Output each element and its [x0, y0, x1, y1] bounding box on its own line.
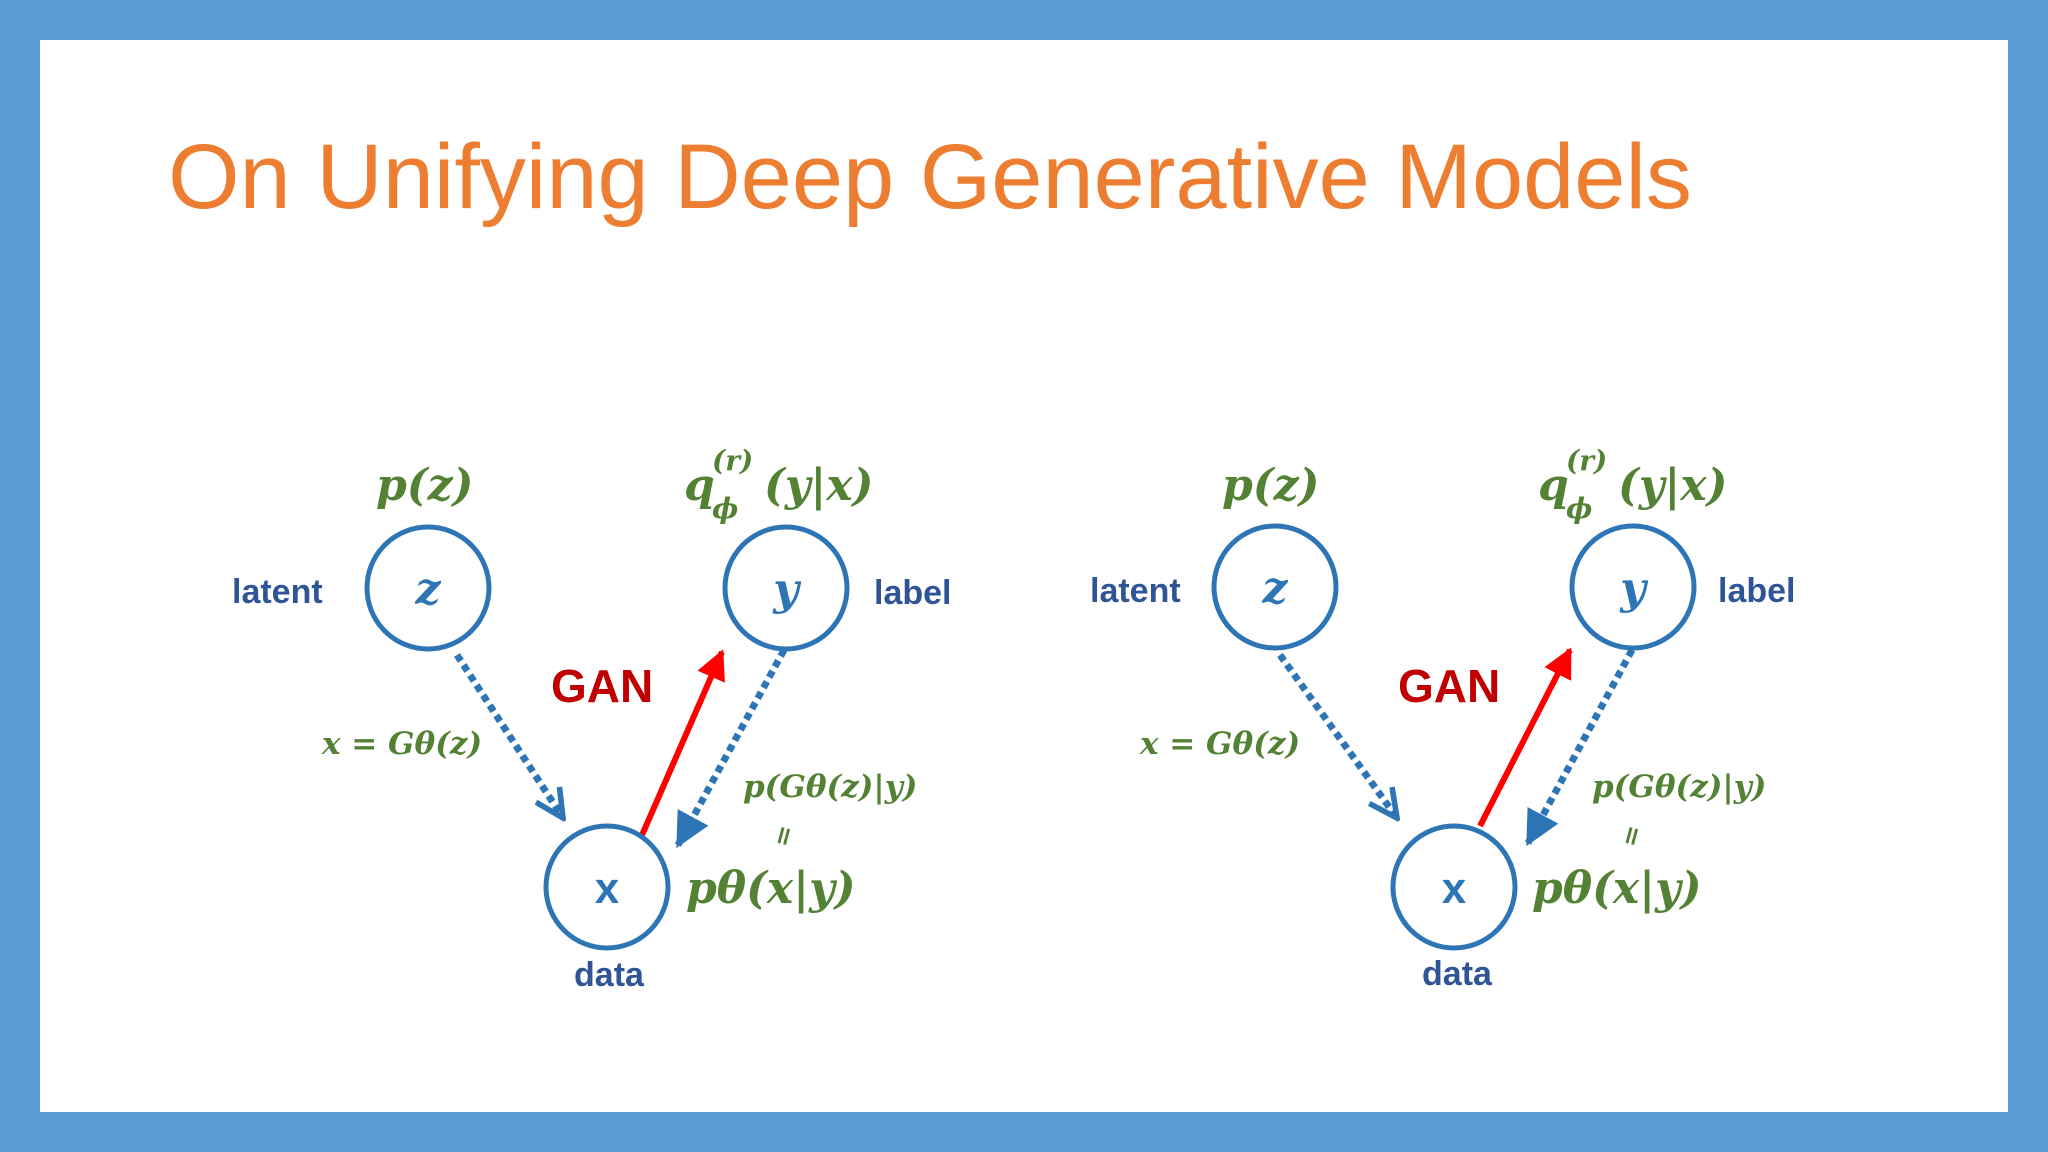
slide-title: On Unifying Deep Generative Models — [168, 126, 1692, 228]
label-label: label — [1718, 572, 1795, 610]
latent-label: latent — [232, 573, 323, 611]
conditional-arrow — [1524, 648, 1636, 847]
latent-label: latent — [1090, 572, 1181, 610]
latent-node: z — [364, 524, 492, 652]
equals-symbol: = — [767, 822, 802, 851]
data-node-circle — [543, 823, 671, 951]
q-symbol: q — [1538, 460, 1569, 511]
q-superscript: (r) — [1566, 444, 1607, 477]
generator-formula: x = Gθ(z) — [1139, 726, 1300, 762]
q-subscript: ϕ — [712, 492, 738, 525]
label-node: y — [722, 524, 850, 652]
conditional-bottom-formula: pθ(x|y) — [686, 863, 856, 914]
generator-formula: x = Gθ(z) — [321, 726, 482, 762]
data-label: data — [574, 956, 645, 994]
gan-arrow — [629, 649, 725, 860]
prior-formula: p(z) — [1222, 460, 1319, 511]
data-node-letter: x — [595, 864, 620, 913]
q-subscript: ϕ — [1566, 492, 1592, 525]
generator-arrow — [454, 653, 563, 818]
label-label: label — [874, 574, 951, 612]
gan-label: GAN — [1398, 660, 1500, 712]
label-node: y — [1569, 523, 1697, 651]
equals-symbol: = — [1615, 822, 1650, 851]
latent-node: z — [1211, 523, 1339, 651]
data-node: x — [1390, 823, 1518, 951]
conditional-top-formula: p(Gθ(z)|y) — [1592, 769, 1766, 805]
latent-node-circle — [364, 524, 492, 652]
label-node-circle — [1569, 523, 1697, 651]
label-node-circle — [722, 524, 850, 652]
conditional-bottom-formula: pθ(x|y) — [1532, 863, 1702, 914]
gan-label: GAN — [551, 660, 653, 712]
conditional-top-formula: p(Gθ(z)|y) — [743, 769, 917, 805]
diagram-right: z y x latent label data GAN p(z) q ϕ (r)… — [1090, 444, 1795, 993]
label-node-letter: y — [772, 564, 802, 615]
latent-node-circle — [1211, 523, 1339, 651]
discriminator-formula: q ϕ (r) (y|x) — [684, 444, 873, 525]
q-arguments: (y|x) — [1618, 460, 1727, 511]
data-node-letter: x — [1442, 864, 1467, 913]
data-node: x — [543, 823, 671, 951]
discriminator-formula: q ϕ (r) (y|x) — [1538, 444, 1727, 525]
conditional-arrow — [674, 648, 788, 849]
q-symbol: q — [684, 460, 715, 511]
label-node-letter: y — [1619, 563, 1649, 614]
latent-node-letter: z — [415, 564, 442, 615]
data-node-circle — [1390, 823, 1518, 951]
diagram-left: z y x latent label data GAN p(z) q ϕ (r)… — [232, 444, 951, 994]
prior-formula: p(z) — [376, 460, 473, 511]
gan-arrow — [1477, 647, 1573, 828]
generator-arrow — [1277, 652, 1397, 818]
latent-node-letter: z — [1262, 563, 1289, 614]
data-label: data — [1422, 955, 1493, 993]
q-superscript: (r) — [712, 444, 753, 477]
q-arguments: (y|x) — [764, 460, 873, 511]
